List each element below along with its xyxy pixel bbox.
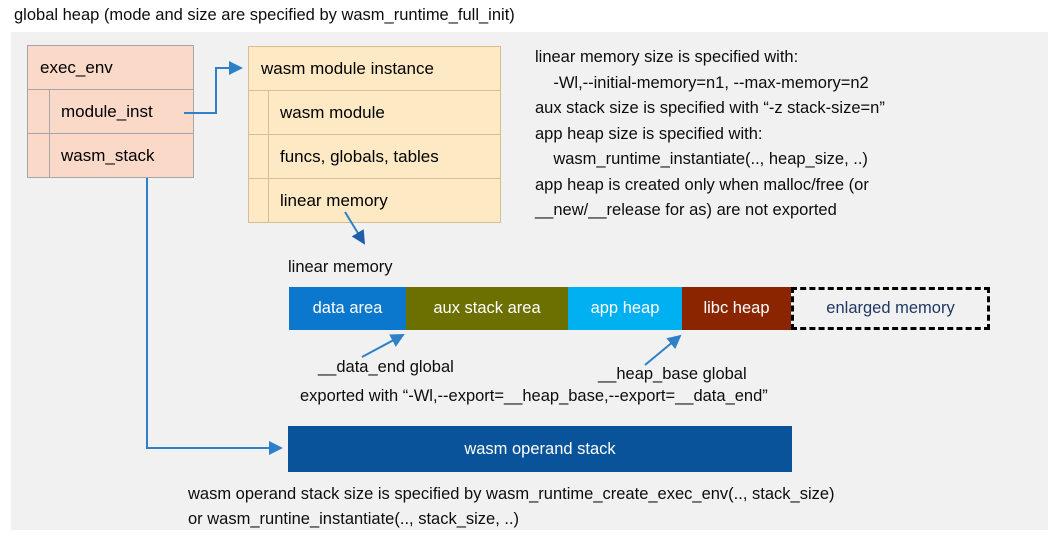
annotation-heap-base: __heap_base global bbox=[598, 365, 747, 383]
memory-segment-label: app heap bbox=[590, 299, 660, 317]
indent-column bbox=[249, 91, 269, 134]
wasm-operand-stack-box: wasm operand stack bbox=[288, 426, 792, 472]
exec-env-row-label: wasm_stack bbox=[61, 145, 155, 165]
module-instance-row-label: funcs, globals, tables bbox=[280, 146, 439, 166]
linear-memory-info-text: linear memory size is specified with: -W… bbox=[535, 48, 885, 219]
page-title: global heap (mode and size are specified… bbox=[14, 6, 515, 24]
wasm-module-instance-box: wasm module instance wasm module funcs, … bbox=[248, 46, 501, 223]
indent-column bbox=[249, 179, 269, 222]
module-instance-row-label: wasm module bbox=[280, 102, 385, 122]
module-instance-title: wasm module instance bbox=[261, 58, 434, 78]
module-instance-row-funcs-globals-tables: funcs, globals, tables bbox=[248, 134, 501, 179]
memory-segment-aux-stack-area: aux stack area bbox=[406, 287, 568, 330]
memory-segment-app-heap: app heap bbox=[568, 287, 682, 330]
module-instance-row-label: linear memory bbox=[280, 190, 388, 210]
module-instance-row-wasm-module: wasm module bbox=[248, 90, 501, 135]
wasm-operand-stack-note: wasm operand stack size is specified by … bbox=[188, 485, 835, 528]
exec-env-row-wasm-stack: wasm_stack bbox=[27, 133, 194, 178]
exec-env-row-label: module_inst bbox=[61, 101, 153, 121]
memory-segment-data-area: data area bbox=[289, 287, 406, 330]
exec-env-box: exec_env module_inst wasm_stack bbox=[27, 45, 194, 178]
linear-memory-bar: data area aux stack area app heap libc h… bbox=[289, 287, 990, 330]
indent-column bbox=[249, 135, 269, 178]
module-instance-title-row: wasm module instance bbox=[248, 46, 501, 91]
memory-segment-libc-heap: libc heap bbox=[682, 287, 791, 330]
wasm-operand-stack-label: wasm operand stack bbox=[464, 439, 616, 458]
linear-memory-caption: linear memory bbox=[288, 258, 393, 276]
module-instance-row-linear-memory: linear memory bbox=[248, 178, 501, 223]
memory-segment-label: aux stack area bbox=[433, 299, 541, 317]
annotation-exported-with: exported with “-Wl,--export=__heap_base,… bbox=[300, 387, 768, 405]
memory-segment-label: enlarged memory bbox=[826, 299, 955, 317]
indent-column bbox=[28, 134, 50, 177]
annotation-data-end: __data_end global bbox=[318, 358, 454, 376]
memory-segment-label: data area bbox=[312, 299, 383, 317]
exec-env-title: exec_env bbox=[40, 57, 113, 77]
indent-column bbox=[28, 90, 50, 133]
memory-segment-enlarged-memory: enlarged memory bbox=[791, 287, 990, 330]
memory-segment-label: libc heap bbox=[703, 299, 770, 317]
exec-env-row-module-inst: module_inst bbox=[27, 89, 194, 134]
exec-env-title-row: exec_env bbox=[27, 45, 194, 90]
